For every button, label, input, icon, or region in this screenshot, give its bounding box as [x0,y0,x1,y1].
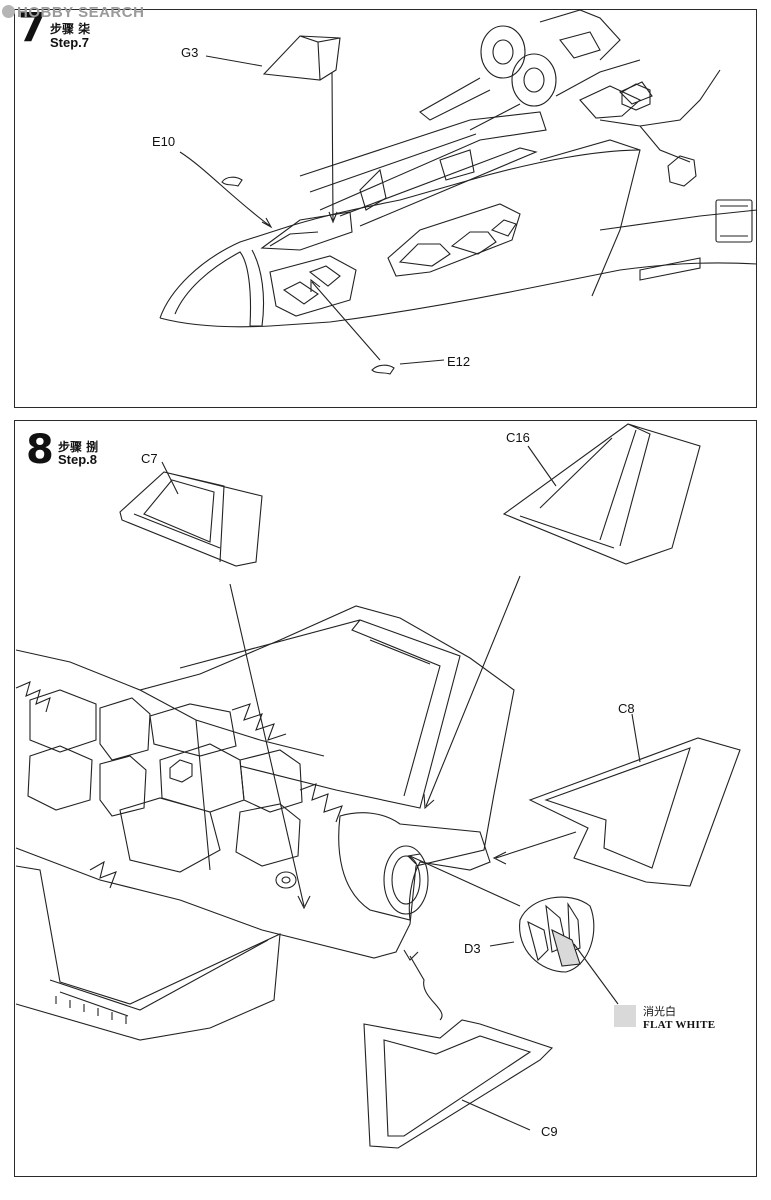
flat-white-swatch [614,1005,636,1027]
step8-panel [14,420,757,1177]
leader-c8 [492,713,641,865]
leader-c7 [161,461,311,910]
part-label-g3: G3 [181,45,199,60]
fuselage-belly [159,262,758,328]
part-g3 [262,35,341,81]
step7-panel [14,9,757,408]
step8-title-cn: 步骤 捌 [58,440,99,454]
nozzle-housing [338,812,491,921]
part-d3 [519,896,595,973]
hex-detail [169,759,193,783]
leader-c9 [403,949,443,1021]
leader-e12 [399,359,445,365]
leader-paint [573,943,619,1005]
step8-drawing [15,423,741,1149]
step8-number: 8 [26,427,54,473]
watermark: HOBBY SEARCH [2,4,144,21]
part-c9 [363,1019,554,1149]
paint-label-cn: 消光白 [643,1005,676,1018]
paint-label-en: FLAT WHITE [643,1019,716,1031]
step8-title-en: Step.8 [58,452,98,467]
hex-panel-2 [621,83,651,111]
side-panel [387,203,521,277]
canopy-frame [260,211,353,251]
break-line-2 [231,703,287,741]
leader-g3-arrow [328,71,338,224]
break-line-3 [299,783,343,823]
part-label-e12: E12 [447,354,471,369]
part-e10 [221,176,243,187]
intake-grid [269,255,357,317]
part-label-c8: C8 [618,701,635,716]
watermark-logo-icon [2,5,15,18]
step7-number: 7 [18,5,46,51]
hex-panel-1 [667,155,697,187]
tail-edge [15,865,281,1041]
cockpit-rails [299,111,547,211]
wing-root [179,619,461,809]
leader-e12-arrow [310,278,381,361]
part-label-c16: C16 [506,430,530,445]
step7-title-en: Step.7 [50,35,90,50]
watermark-text: HOBBY SEARCH [17,4,145,21]
grid-panels [27,689,151,817]
part-label-d3: D3 [464,941,481,956]
part-e12 [371,364,395,375]
part-c7 [119,471,263,567]
break-line-1 [15,681,51,713]
landing-wheel-2 [511,53,557,107]
step7-title-cn: 步骤 柒 [50,22,91,36]
leader-c9-label [461,1099,531,1131]
leader-e10 [179,151,273,229]
wing-edge [539,139,758,297]
fuselage-main [15,605,515,959]
nose-cone [174,251,252,327]
leader-g3 [205,55,263,67]
part-c8 [528,737,741,887]
landing-wheel-1 [480,25,526,79]
part-c16 [502,423,701,565]
leader-c16 [423,445,557,810]
part-label-c7: C7 [141,451,158,466]
part-label-c9: C9 [541,1124,558,1139]
part-label-e10: E10 [152,134,176,149]
break-line-4 [89,860,117,889]
step7-drawing [159,9,758,375]
